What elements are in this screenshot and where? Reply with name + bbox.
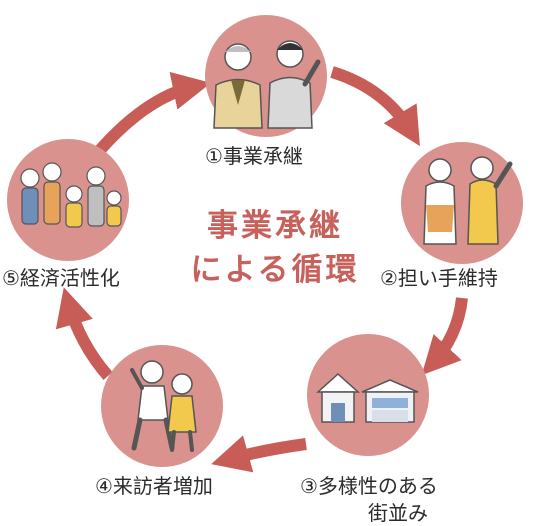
arrow-4-to-5 [55,287,113,380]
arrow-5-to-1 [95,71,212,154]
stage-3-label-line2: 街並み [368,501,428,525]
stage-1-label: ①事業承継 [205,144,303,168]
stage-4-label: ④来訪者増加 [95,474,213,498]
stage-5-label: ⑤経済活性化 [2,266,120,290]
stage-3-label-line1: ③多様性のある [300,474,438,498]
arrow-2-to-3 [421,297,468,376]
center-title-line1: 事業承継 [207,208,343,244]
crowd-icon [20,162,122,228]
stage-4-circle [101,345,223,467]
houses-icon [316,372,419,423]
center-title-line2: による循環 [190,252,360,288]
stage-2-circle [401,142,523,264]
workers-icon [423,156,513,245]
stage-3-circle [307,334,429,456]
stage-2-label: ②担い手維持 [380,266,498,290]
tourists-icon [130,360,197,452]
stage-1-circle [205,15,327,137]
stage-5-circle [7,139,129,261]
arrow-3-to-4 [211,435,307,473]
two-men-icon [213,40,321,129]
arrow-1-to-2 [330,66,420,147]
